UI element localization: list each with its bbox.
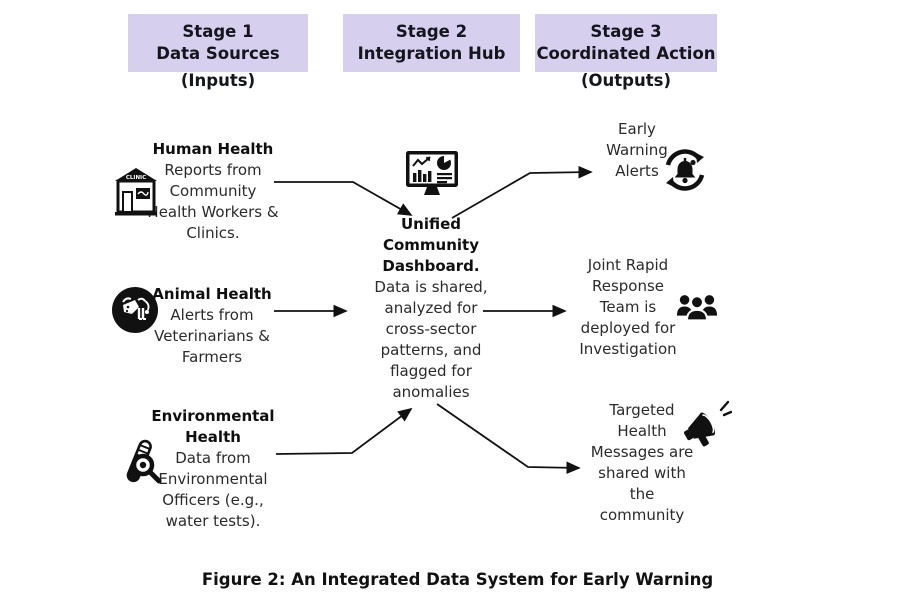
- megaphone-icon: [680, 398, 732, 450]
- stage2-header: Stage 2 Integration Hub: [343, 14, 520, 72]
- input-animal-health-desc: Alerts from Veterinarians & Farmers: [154, 306, 270, 366]
- stage3-header: Stage 3 Coordinated Action: [535, 14, 717, 72]
- dashboard-icon: [405, 150, 459, 198]
- input-human-health: Human Health Reports from Community Heal…: [128, 139, 298, 244]
- input-environmental-health-title: Environmental Health: [151, 407, 275, 446]
- input-environmental-health: Environmental Health Data from Environme…: [128, 406, 298, 532]
- clinic-icon: CLINIC: [113, 167, 159, 217]
- output-early-warning: Early Warning Alerts: [606, 120, 668, 180]
- input-environmental-health-desc: Data from Environmental Officers (e.g., …: [158, 449, 268, 530]
- test-tube-icon: [115, 437, 165, 491]
- output-health-messages: Targeted Health Messages are shared with…: [590, 401, 694, 524]
- input-human-health-title: Human Health: [152, 140, 274, 158]
- stage3-sublabel: (Outputs): [580, 71, 671, 90]
- input-animal-health: Animal Health Alerts from Veterinarians …: [127, 284, 297, 368]
- stage1-sublabel: (Inputs): [180, 71, 256, 90]
- hub-desc: Data is shared, analyzed for cross-secto…: [374, 278, 488, 401]
- svg-text:CLINIC: CLINIC: [126, 175, 146, 181]
- alert-bell-icon: [662, 147, 708, 193]
- input-human-health-desc: Reports from Community Health Workers & …: [147, 161, 279, 242]
- input-animal-health-title: Animal Health: [152, 285, 272, 303]
- hub-title: Unified Community Dashboard.: [382, 215, 480, 275]
- output-rapid-response: Joint Rapid Response Team is deployed fo…: [579, 256, 677, 358]
- hub-unified-dashboard: Unified Community Dashboard. Data is sha…: [346, 214, 516, 403]
- cow-icon: [111, 286, 159, 334]
- stage1-header: Stage 1 Data Sources: [128, 14, 308, 72]
- figure-caption: Figure 2: An Integrated Data System for …: [201, 570, 714, 589]
- team-icon: [676, 292, 718, 322]
